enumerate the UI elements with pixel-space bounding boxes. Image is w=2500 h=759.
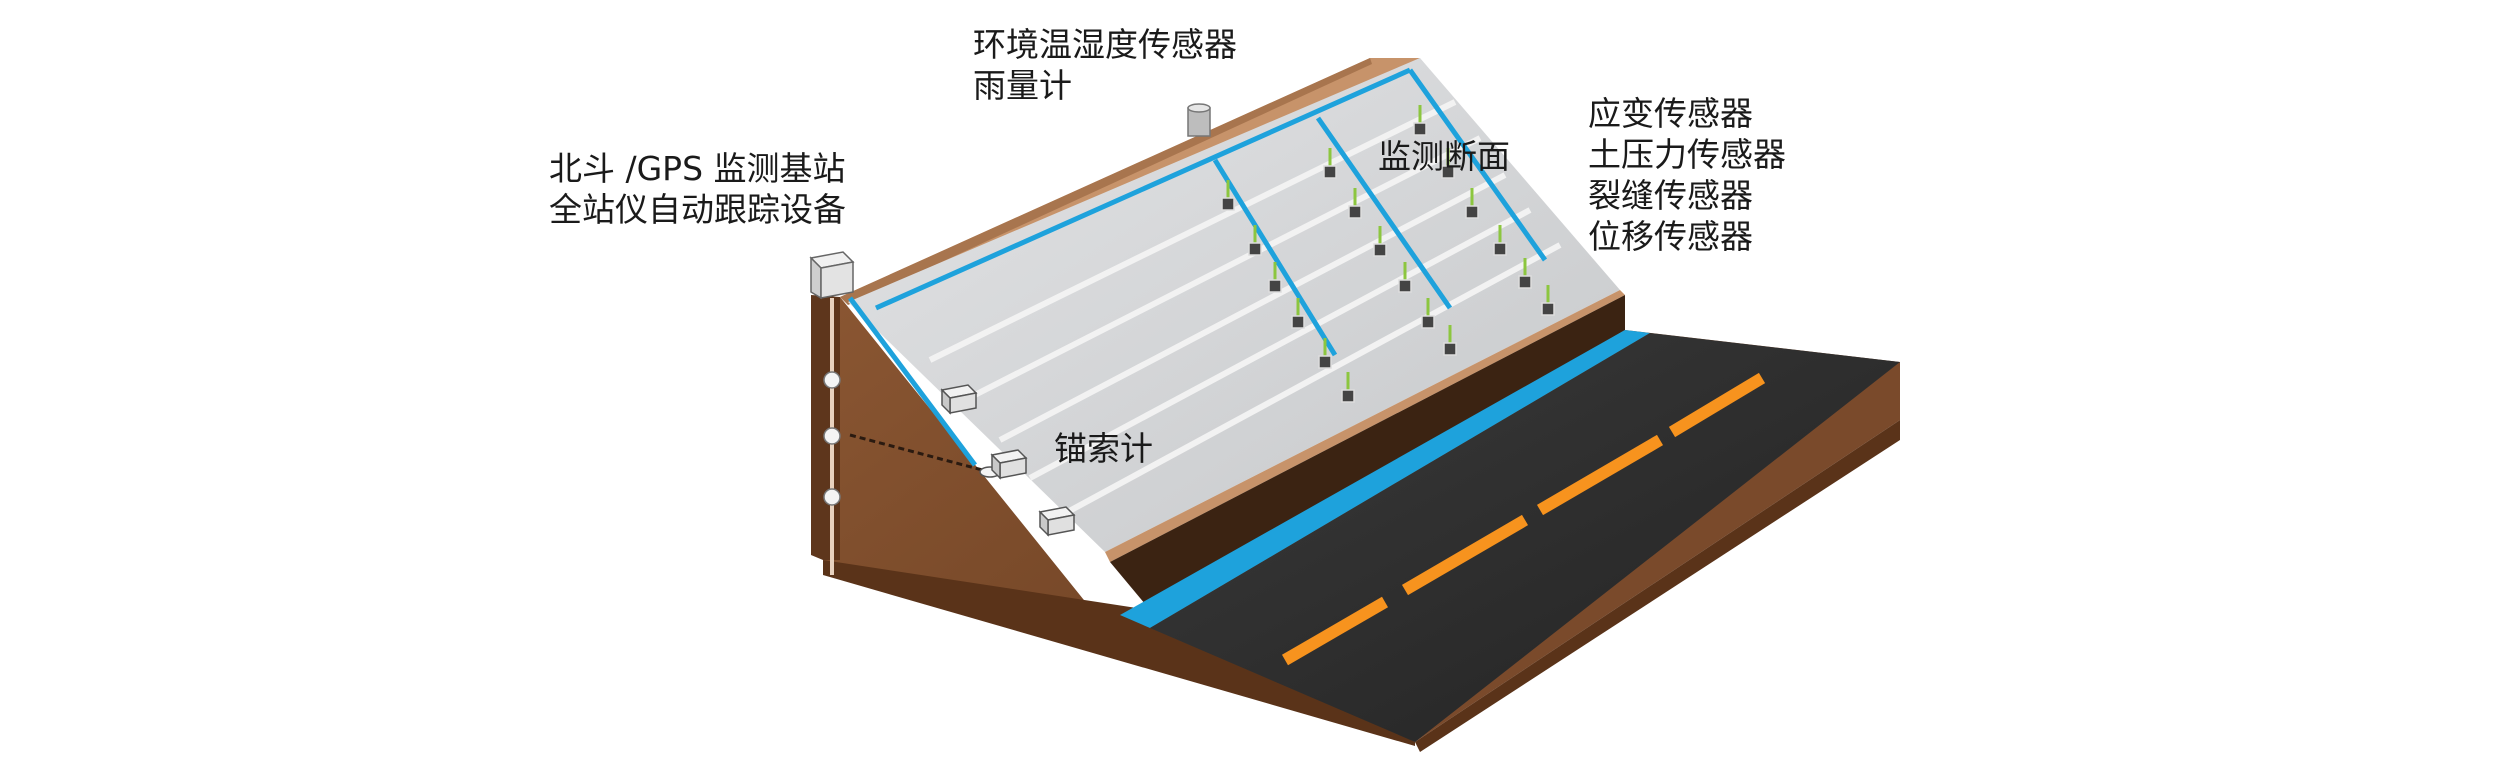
label-env-line2: 雨量计: [973, 66, 1072, 105]
gps-station-icon: [809, 251, 855, 300]
terrace-top: [1105, 290, 1625, 562]
crest-edge: [840, 58, 1372, 305]
berm-lines: [928, 99, 1562, 518]
soil-left-face: [823, 297, 1415, 742]
drainage-ditch: [1120, 330, 1650, 628]
soil-base-front: [823, 560, 1415, 746]
borehole-inclinometer: [823, 298, 841, 575]
road-center-line: [1281, 372, 1766, 666]
monitoring-cables: [847, 67, 1548, 467]
label-monitoring-section: 监测断面: [1378, 137, 1510, 176]
road-soil-right: [1415, 420, 1900, 752]
label-sensor-displacement: 位移传感器: [1588, 217, 1753, 256]
label-env-line1: 环境温湿度传感器: [973, 25, 1237, 64]
label-beidou-gps: 北斗 /GPS 监测基站 全站仪自动跟踪设备: [549, 148, 846, 230]
label-sensor-earth-pressure: 土压力传感器: [1588, 135, 1786, 174]
label-environment: 环境温湿度传感器 雨量计: [973, 24, 1237, 106]
section-sensors: [1221, 105, 1555, 403]
label-sensors: 应变传感器 土压力传感器 裂缝传感器 位移传感器: [1588, 93, 1786, 257]
label-beidou-line1: 北斗 /GPS 监测基站: [549, 149, 846, 188]
road-surface: [1150, 333, 1900, 742]
anchor-meter-icons: [940, 384, 1076, 537]
label-beidou-line2: 全站仪自动跟踪设备: [549, 190, 846, 229]
rain-gauge-icon: [1187, 103, 1211, 137]
label-sensor-strain: 应变传感器: [1588, 94, 1753, 133]
label-sensor-crack: 裂缝传感器: [1588, 176, 1753, 215]
terrace-side: [1110, 295, 1625, 610]
slope-face: [848, 58, 1620, 552]
label-anchor-meter: 锚索计: [1054, 429, 1153, 468]
soil-left-rim: [811, 295, 840, 560]
